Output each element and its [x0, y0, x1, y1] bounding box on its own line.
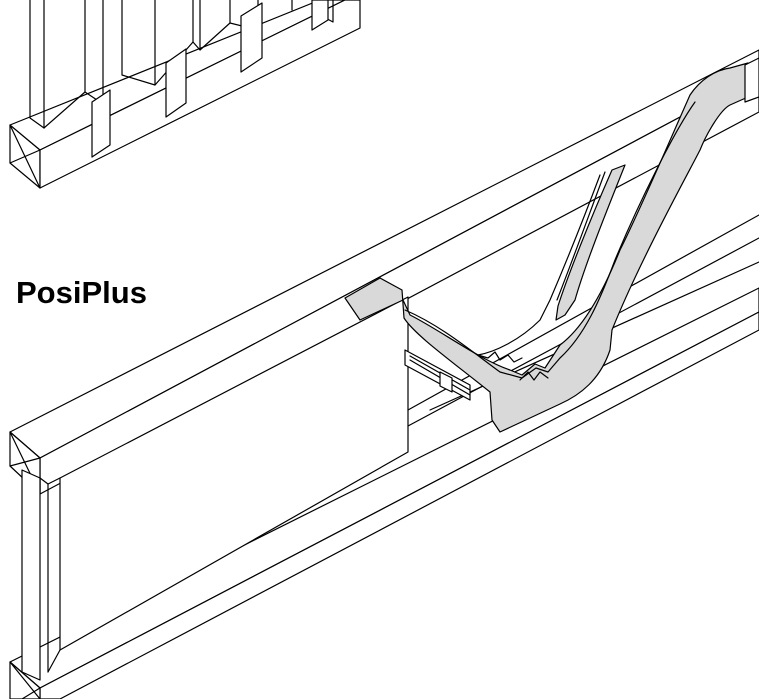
solid-block-panel: [59, 296, 409, 651]
end-vertical-plate: [21, 469, 41, 681]
product-name-label: PosiPlus: [16, 275, 147, 310]
upper-vertical-webs: [29, 0, 334, 158]
main-joist: [9, 49, 759, 699]
upper-chord-front: [39, 0, 361, 189]
upper-joist-fragment: [9, 0, 361, 189]
